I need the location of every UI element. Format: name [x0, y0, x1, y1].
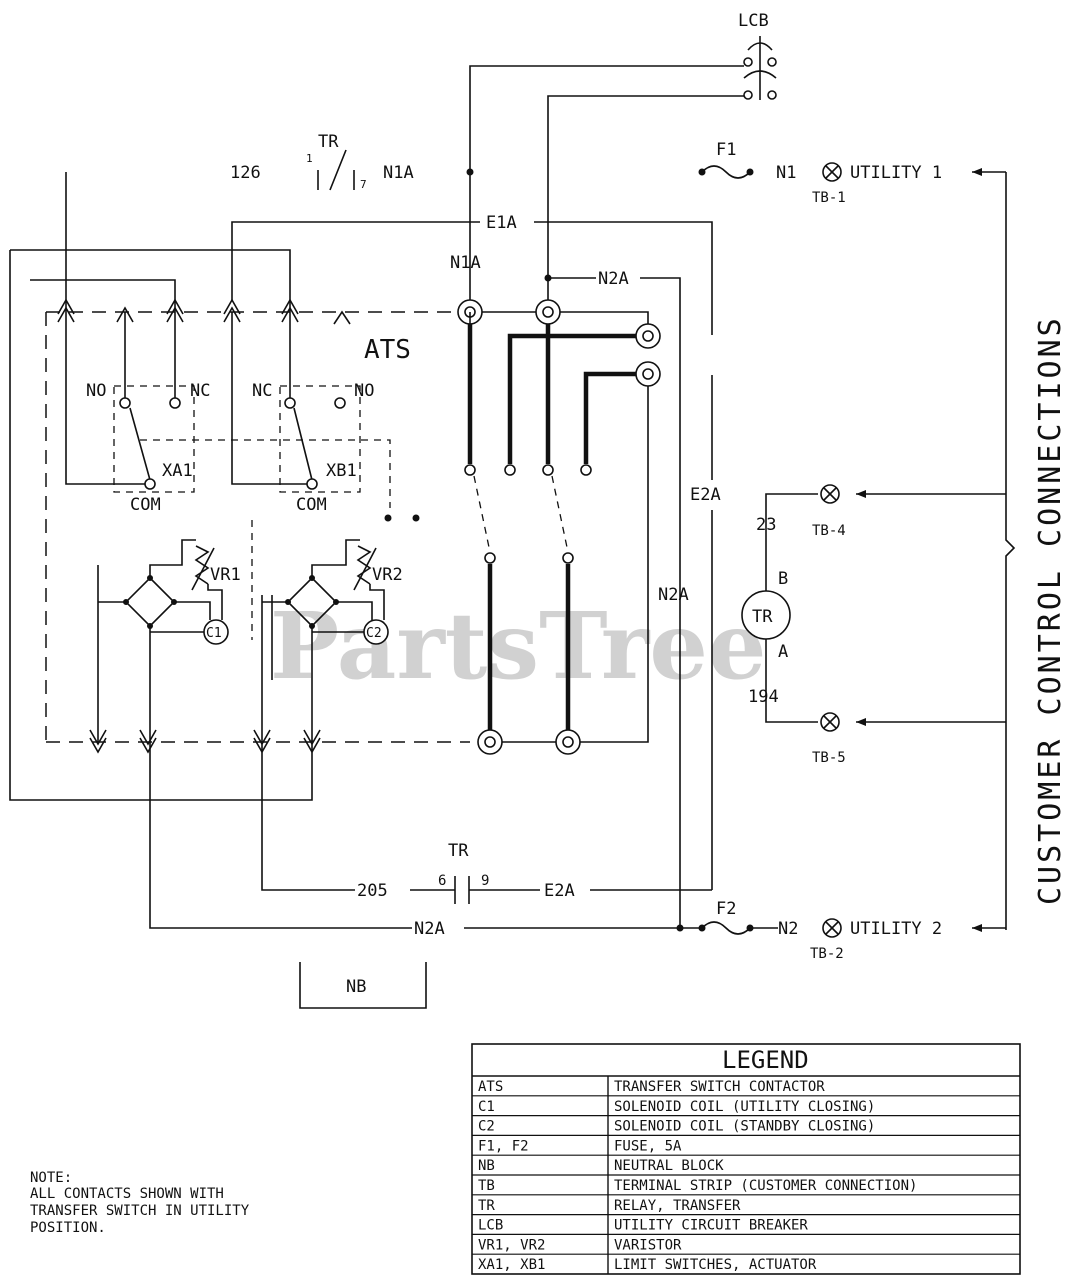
note-line-4: POSITION. [30, 1220, 106, 1236]
legend-description: RELAY, TRANSFER [614, 1198, 741, 1214]
watermark: PartsTree [270, 592, 766, 700]
xa1-no-label: NO [86, 381, 106, 401]
legend-description: VARISTOR [614, 1237, 682, 1253]
n2a-bottom-label: N2A [414, 919, 445, 939]
legend-code: XA1, XB1 [478, 1257, 545, 1273]
note-line-1: NOTE: [30, 1170, 72, 1186]
xb1-label: XB1 [326, 461, 357, 481]
tb1-label: TB-1 [812, 190, 846, 206]
legend-title: LEGEND [722, 1046, 809, 1074]
note: NOTE: ALL CONTACTS SHOWN WITH TRANSFER S… [30, 1170, 250, 1236]
vr1-label: VR1 [210, 565, 241, 585]
fuse-f1 [698, 165, 754, 179]
c1-label: C1 [206, 626, 222, 641]
legend-description: FUSE, 5A [614, 1138, 682, 1154]
xa1-nc-label: NC [190, 381, 210, 401]
xb1-no-label: NO [354, 381, 374, 401]
coil-c1 [150, 619, 229, 645]
neutral-block [299, 962, 427, 1009]
tb2-label: TB-2 [810, 946, 844, 962]
legend-code: LCB [478, 1218, 503, 1234]
legend-description: SOLENOID COIL (UTILITY CLOSING) [614, 1099, 875, 1115]
legend-description: TRANSFER SWITCH CONTACTOR [614, 1079, 825, 1095]
n2a-right-label: N2A [658, 585, 689, 605]
n2-label: N2 [778, 919, 798, 939]
legend-description: UTILITY CIRCUIT BREAKER [614, 1218, 808, 1234]
e2a-right-label: E2A [690, 485, 721, 505]
xa1-label: XA1 [162, 461, 193, 481]
tr-relay-label: TR [752, 607, 773, 627]
rectifier-1 [97, 539, 223, 742]
legend-code: NB [478, 1158, 495, 1174]
e2a-bottom-label: E2A [544, 881, 575, 901]
n2a-label: N2A [598, 269, 629, 289]
legend-code: TB [478, 1178, 495, 1194]
wire-126: 126 [230, 163, 261, 183]
c2-label: C2 [366, 626, 382, 641]
ats-box [45, 298, 470, 754]
note-line-3: TRANSFER SWITCH IN UTILITY [30, 1203, 250, 1219]
legend-code: ATS [478, 1079, 503, 1095]
legend-description: LIMIT SWITCHES, ACTUATOR [614, 1257, 817, 1273]
legend-description: SOLENOID COIL (STANDBY CLOSING) [614, 1119, 875, 1135]
customer-bracket [1005, 172, 1016, 930]
tr-pin9: 9 [481, 873, 489, 889]
lcb-label: LCB [738, 11, 769, 31]
legend-code: C2 [478, 1119, 495, 1135]
tr-pin6: 6 [438, 873, 446, 889]
tr-bottom-label: TR [448, 841, 469, 861]
lcb-breaker [743, 36, 777, 100]
e2a-wire [590, 375, 713, 891]
xb1-com-label: COM [296, 495, 327, 515]
rectifier-2 [261, 539, 385, 742]
vr2-label: VR2 [372, 565, 403, 585]
bottom-wiring [149, 742, 1006, 938]
legend-code: VR1, VR2 [478, 1237, 545, 1253]
tr-top-pin7: 7 [360, 178, 367, 191]
main-wires-top [466, 65, 744, 300]
tb5-label: TB-5 [812, 750, 846, 766]
n1-label: N1 [776, 163, 796, 183]
mechanical-linkage [140, 439, 420, 640]
xa1-com-label: COM [130, 495, 161, 515]
tb4-terminal [820, 484, 1006, 504]
limit-switch-xb1 [231, 312, 361, 493]
legend-code: F1, F2 [478, 1138, 529, 1154]
limit-switch-xa1 [65, 312, 195, 493]
utility1-label: UTILITY 1 [850, 163, 942, 183]
wire-23: 23 [756, 515, 776, 535]
n1a-mid-label: N1A [450, 253, 481, 273]
tr-top-pin1: 1 [306, 152, 313, 165]
note-line-2: ALL CONTACTS SHOWN WITH [30, 1186, 224, 1202]
outer-loop [9, 172, 313, 801]
legend-description: TERMINAL STRIP (CUSTOMER CONNECTION) [614, 1178, 917, 1194]
tr-contact-top [317, 149, 355, 191]
legend-code: C1 [478, 1099, 495, 1115]
customer-control-label: CUSTOMER CONTROL CONNECTIONS [1033, 315, 1068, 905]
tb4-label: TB-4 [812, 523, 846, 539]
nb-label: NB [346, 977, 366, 997]
f1-label: F1 [716, 140, 736, 160]
legend-code: TR [478, 1198, 495, 1214]
wire-194: 194 [748, 687, 779, 707]
tb1-terminal [822, 162, 842, 182]
wire-n1a-top: N1A [383, 163, 414, 183]
e1a-label: E1A [486, 213, 517, 233]
coil-b-label: B [778, 569, 788, 589]
coil-c2 [312, 619, 389, 645]
e1a-wire [231, 221, 713, 335]
wire-205: 205 [357, 881, 388, 901]
xb1-nc-label: NC [252, 381, 272, 401]
ats-label: ATS [364, 335, 411, 365]
tr-relay-coil [741, 493, 818, 723]
utility2-label: UTILITY 2 [850, 919, 942, 939]
f2-label: F2 [716, 899, 736, 919]
legend-description: NEUTRAL BLOCK [614, 1158, 724, 1174]
main-contacts [457, 299, 661, 755]
tr-top-label: TR [318, 132, 339, 152]
coil-a-label: A [778, 642, 788, 662]
tb5-terminal [820, 712, 1006, 732]
